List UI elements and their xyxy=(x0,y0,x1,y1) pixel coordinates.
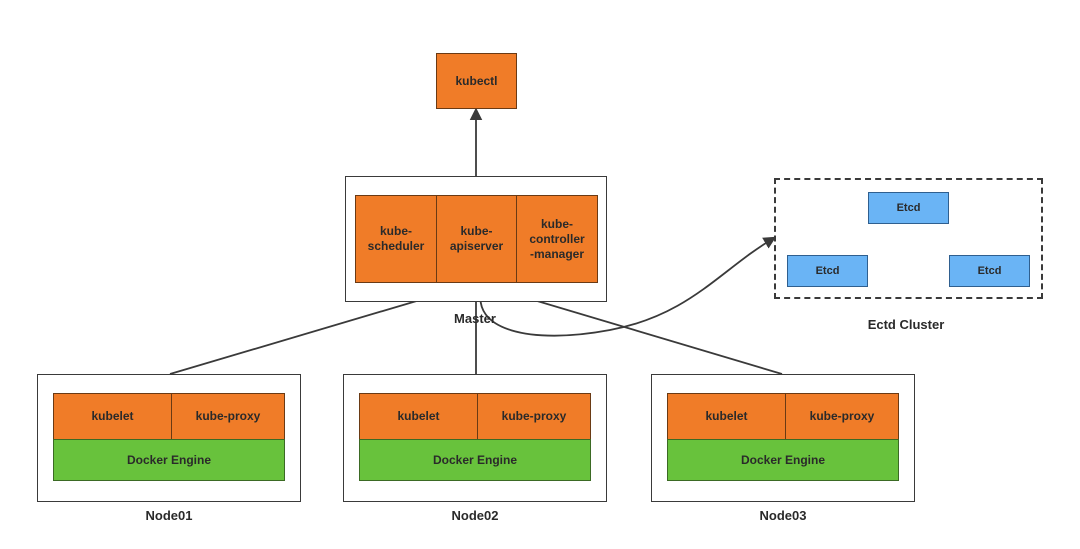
node02-kubelet-box: kubelet xyxy=(359,393,478,440)
node03-caption: Node03 xyxy=(759,508,807,523)
kube-apiserver-box: kube- apiserver xyxy=(436,195,517,283)
kubectl-box: kubectl xyxy=(436,53,517,109)
node03-kube-proxy-box: kube-proxy xyxy=(785,393,899,440)
node01-kubelet-box: kubelet xyxy=(53,393,172,440)
master-caption: Master xyxy=(454,311,496,326)
node02-caption: Node02 xyxy=(451,508,499,523)
node01-kube-proxy-box: kube-proxy xyxy=(171,393,285,440)
node01-caption: Node01 xyxy=(145,508,193,523)
node02-kube-proxy-box: kube-proxy xyxy=(477,393,591,440)
kube-controller-manager-box: kube- controller -manager xyxy=(516,195,598,283)
etcd-node-top: Etcd xyxy=(868,192,949,224)
node02-docker-engine-box: Docker Engine xyxy=(359,439,591,481)
node03-kubelet-box: kubelet xyxy=(667,393,786,440)
node03-docker-engine-box: Docker Engine xyxy=(667,439,899,481)
etcd-node-left: Etcd xyxy=(787,255,868,287)
etcd-cluster-caption: Ectd Cluster xyxy=(867,317,945,332)
etcd-node-right: Etcd xyxy=(949,255,1030,287)
node01-docker-engine-box: Docker Engine xyxy=(53,439,285,481)
apiserver-etcd-arrow xyxy=(479,236,777,337)
kube-scheduler-box: kube- scheduler xyxy=(355,195,437,283)
